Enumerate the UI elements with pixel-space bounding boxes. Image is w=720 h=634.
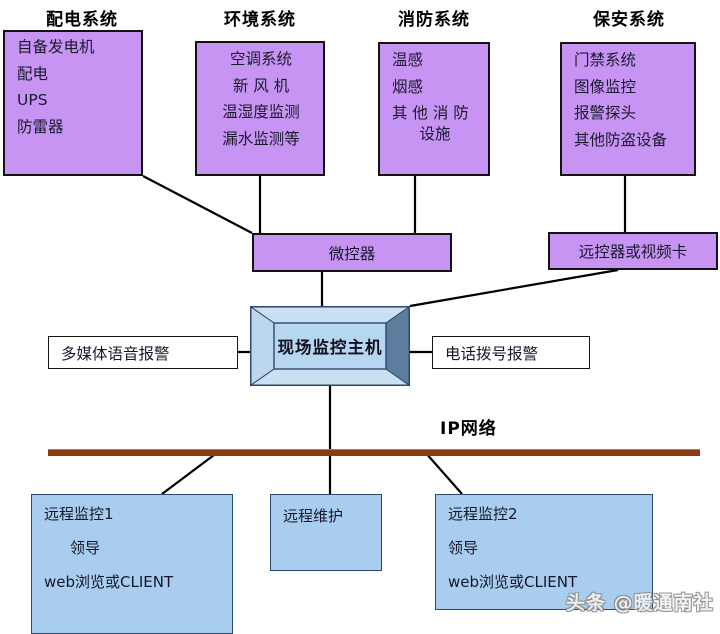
security-item-1: 图像监控 [574, 77, 637, 96]
power-item-1: 配电 [17, 64, 49, 83]
subsystem-box-security[interactable]: 门禁系统 图像监控 报警探头 其他防盗设备 [560, 42, 696, 176]
remote-controller-card-box[interactable]: 远控器或视频卡 [548, 232, 718, 270]
power-item-0: 自备发电机 [17, 38, 95, 56]
remote-monitor-1-name: 远程监控1 [44, 505, 114, 523]
env-item-0: 空调系统 [229, 50, 292, 68]
fire-item-2: 其 他 消 防 [392, 104, 469, 122]
subsystem-title-environment: 环境系统 [224, 10, 296, 30]
subsystem-title-fire: 消防系统 [398, 10, 470, 30]
security-item-0: 门禁系统 [574, 51, 637, 69]
subsystem-title-security: 保安系统 [593, 10, 665, 30]
remote-monitor-2-box[interactable]: 远程监控2 领导 web浏览或CLIENT [435, 494, 653, 610]
link-card-to-host [409, 268, 619, 308]
remote-monitor-1-box[interactable]: 远程监控1 领导 web浏览或CLIENT [31, 494, 233, 634]
microcontroller-box[interactable]: 微控器 [252, 233, 452, 272]
security-item-2: 报警探头 [574, 104, 637, 122]
env-item-3: 漏水监测等 [222, 129, 300, 148]
phone-dial-alarm-box[interactable]: 电话拨号报警 [432, 336, 590, 369]
power-item-2: UPS [17, 91, 48, 109]
remote-maintenance-name: 远程维护 [283, 507, 344, 525]
subsystem-box-fire[interactable]: 温感 烟感 其 他 消 防 设施 [378, 42, 490, 176]
fire-item-0: 温感 [392, 51, 424, 69]
env-item-1: 新 风 机 [232, 76, 290, 95]
remote-maintenance-box[interactable]: 远程维护 [270, 494, 382, 571]
remote-monitor-2-access: web浏览或CLIENT [448, 573, 578, 591]
multimedia-voice-alarm-box[interactable]: 多媒体语音报警 [48, 336, 238, 369]
ip-network-bus [48, 449, 700, 456]
ip-network-label: IP网络 [440, 419, 497, 439]
link-bus-to-client1 [161, 451, 219, 495]
remote-monitor-2-name: 远程监控2 [448, 505, 518, 523]
remote-controller-card-label: 远控器或视频卡 [578, 243, 688, 261]
microcontroller-label: 微控器 [328, 244, 376, 263]
remote-monitor-1-role: 领导 [70, 539, 101, 557]
power-item-3: 防雷器 [17, 117, 64, 136]
remote-monitor-1-access: web浏览或CLIENT [44, 573, 174, 591]
env-item-2: 温湿度监测 [222, 103, 300, 121]
remote-monitor-2-role: 领导 [448, 539, 479, 557]
link-bus-to-client2 [424, 451, 463, 495]
phone-dial-alarm-label: 电话拨号报警 [445, 344, 539, 363]
subsystem-box-environment[interactable]: 空调系统 新 风 机 温湿度监测 漏水监测等 [195, 41, 325, 176]
multimedia-voice-alarm-label: 多媒体语音报警 [61, 344, 170, 363]
link-power-to-micro [142, 175, 253, 234]
subsystem-box-power[interactable]: 自备发电机 配电 UPS 防雷器 [3, 30, 143, 176]
site-monitoring-host-label: 现场监控主机 [277, 338, 383, 357]
site-monitoring-host-box[interactable]: 现场监控主机 [250, 306, 410, 386]
fire-item-3: 设施 [419, 124, 451, 143]
subsystem-title-power: 配电系统 [46, 10, 118, 30]
watermark: 头条 @暖通南社 [566, 592, 714, 614]
fire-item-1: 烟感 [392, 77, 424, 96]
security-item-3: 其他防盗设备 [574, 130, 668, 149]
